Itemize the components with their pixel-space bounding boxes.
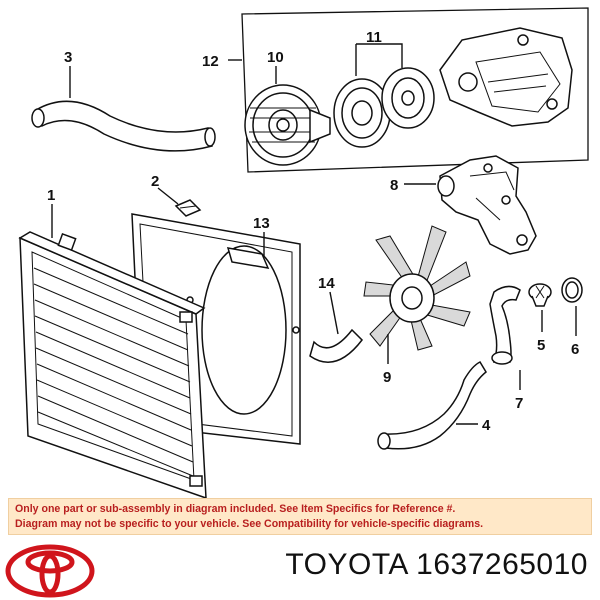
callout-12: 12 <box>202 53 219 70</box>
part-2-drain-plug[interactable] <box>174 199 202 217</box>
callout-5: 5 <box>537 337 545 354</box>
callout-2: 2 <box>151 173 159 190</box>
callout-4: 4 <box>482 417 491 434</box>
callout-7: 7 <box>515 395 523 412</box>
notice-line-1: Only one part or sub-assembly in diagram… <box>15 503 456 515</box>
toyota-logo-icon <box>5 544 95 598</box>
part-9-cooling-fan[interactable] <box>363 225 471 351</box>
callout-9: 9 <box>383 369 391 386</box>
part-number: 1637265010 <box>416 548 588 581</box>
brand-name: TOYOTA <box>285 548 408 581</box>
part-water-pump-housing[interactable] <box>439 27 573 127</box>
footer-title: TOYOTA 1637265010 <box>285 548 588 582</box>
part-1-radiator[interactable] <box>18 231 207 500</box>
part-3-upper-hose[interactable] <box>31 100 216 152</box>
callout-14: 14 <box>318 275 335 292</box>
part-10-fan-clutch[interactable] <box>244 84 331 166</box>
part-5-thermostat[interactable] <box>528 283 552 307</box>
part-8-water-pump[interactable] <box>437 155 537 255</box>
part-11-pulley[interactable] <box>333 67 435 148</box>
notice-banner: Only one part or sub-assembly in diagram… <box>8 498 592 535</box>
callout-10: 10 <box>267 49 284 66</box>
part-14-shroud-panel[interactable] <box>309 328 363 363</box>
callout-1: 1 <box>47 187 55 204</box>
part-6-gasket[interactable] <box>561 277 583 303</box>
callout-11: 11 <box>366 29 382 46</box>
notice-line-2: Diagram may not be specific to your vehi… <box>15 518 484 530</box>
callout-6: 6 <box>571 341 579 358</box>
callout-3: 3 <box>64 49 72 66</box>
parts-diagram: 1 2 3 4 5 6 7 8 9 10 11 12 13 14 <box>18 7 589 500</box>
leader-lines <box>51 43 577 425</box>
callout-13: 13 <box>253 215 270 232</box>
callout-8: 8 <box>390 177 398 194</box>
part-4-lower-hose[interactable] <box>377 361 487 450</box>
part-7-bypass-hose[interactable] <box>489 285 521 365</box>
callout-numbers: 1 2 3 4 5 6 7 8 9 10 11 12 13 14 <box>47 29 579 434</box>
